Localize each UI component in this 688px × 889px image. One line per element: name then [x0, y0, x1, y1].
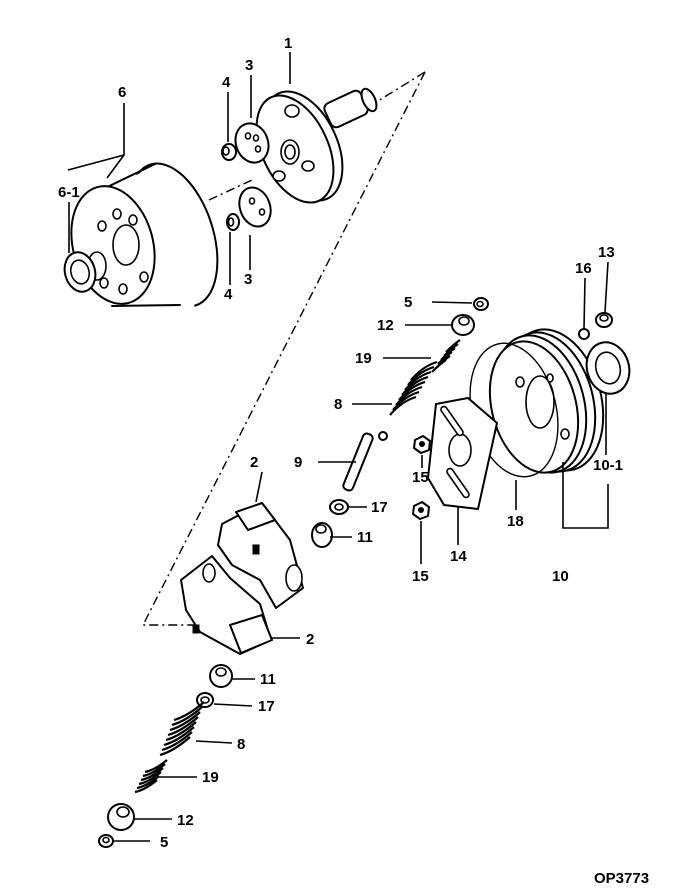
- callout-3-lower: 3: [244, 271, 252, 288]
- part-15-screw-upper: [413, 435, 431, 454]
- callout-2-upper: 2: [250, 454, 258, 471]
- part-19-spring-right: [431, 339, 461, 373]
- part-4-pin-lower: [226, 213, 240, 231]
- callout-8-right: 8: [334, 396, 342, 413]
- part-3-plate-upper: [234, 122, 270, 164]
- part-10-housing: [488, 328, 605, 474]
- part-13-plug: [595, 312, 613, 328]
- part-12-cap-right: [451, 314, 475, 336]
- callout-3-upper: 3: [245, 57, 253, 74]
- callout-1: 1: [284, 35, 292, 52]
- part-8-spring-right: [389, 360, 438, 416]
- figure-code: OP3773: [594, 870, 649, 887]
- callout-labels: 1 3 4 6 6-1 3 4 13 16 5 12 19 8 9 17 11 …: [58, 35, 623, 851]
- callout-10-1: 10-1: [593, 457, 623, 474]
- callout-5-left: 5: [160, 834, 168, 851]
- callout-6: 6: [118, 84, 126, 101]
- callout-19-right: 19: [355, 350, 372, 367]
- callout-12-left: 12: [177, 812, 194, 829]
- callout-8-left: 8: [237, 736, 245, 753]
- part-1-hub: [255, 87, 378, 204]
- part-6-1-seal: [63, 251, 97, 293]
- part-8-spring-left: [159, 701, 205, 757]
- part-5-clip-left: [98, 834, 114, 848]
- leader-lines: [67, 52, 609, 842]
- part-9-rod: [342, 431, 388, 492]
- part-15-screw-lower: [412, 501, 430, 520]
- part-12-cap-left: [107, 803, 135, 831]
- part-10-1-seal: [585, 341, 631, 395]
- callout-5-right: 5: [404, 294, 412, 311]
- callout-14: 14: [450, 548, 467, 565]
- callout-17-right: 17: [371, 499, 388, 516]
- callout-11-right: 11: [357, 529, 373, 546]
- part-4-pin-upper: [221, 143, 237, 161]
- callout-17-left: 17: [258, 698, 275, 715]
- part-3-plate-lower: [238, 186, 272, 228]
- part-6-drum-housing: [70, 162, 219, 310]
- part-19-spring-left: [134, 759, 168, 794]
- callout-2-lower: 2: [306, 631, 314, 648]
- part-2-rotor-upper: [217, 502, 304, 609]
- callout-13: 13: [598, 244, 615, 261]
- callout-4-lower: 4: [224, 286, 233, 303]
- callout-9: 9: [294, 454, 302, 471]
- part-11-plug-right: [311, 522, 333, 548]
- part-17-ring-right: [329, 499, 349, 515]
- callout-15-upper: 15: [412, 469, 429, 486]
- part-2-rotor-lower: [180, 555, 273, 655]
- part-11-plug-left: [209, 664, 233, 688]
- part-14-valve-plate: [427, 397, 498, 510]
- callout-4-upper: 4: [222, 74, 231, 91]
- part-16-washer: [578, 328, 590, 340]
- callout-19-left: 19: [202, 769, 219, 786]
- callout-15-lower: 15: [412, 568, 429, 585]
- callout-18: 18: [507, 513, 524, 530]
- part-5-clip-right: [473, 297, 489, 311]
- callout-10: 10: [552, 568, 569, 585]
- callout-11-left: 11: [260, 671, 276, 688]
- callout-16: 16: [575, 260, 592, 277]
- callout-12-right: 12: [377, 317, 394, 334]
- callout-6-1: 6-1: [58, 184, 80, 201]
